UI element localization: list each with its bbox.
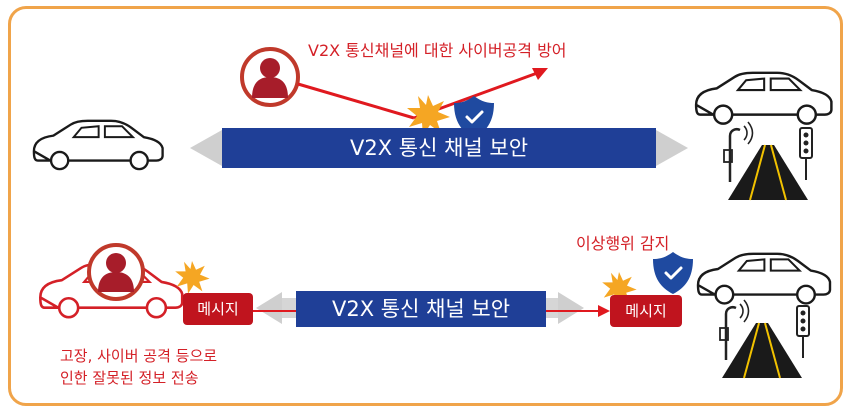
- top-arrow-left: [190, 130, 222, 166]
- top-left-car-icon: [32, 119, 164, 171]
- top-traffic-light-icon: [799, 127, 813, 181]
- diagram-frame: [8, 6, 843, 406]
- bottom-road-icon: [721, 322, 803, 379]
- message-box-right: 메시지: [610, 295, 682, 327]
- message-box-left: 메시지: [183, 293, 253, 325]
- fault-caption-line2: 인한 잘못된 정보 전송: [60, 369, 199, 387]
- top-arrow-right: [656, 130, 688, 166]
- bottom-shield-check-icon: [651, 250, 695, 296]
- bottom-arrow-right: [558, 292, 584, 324]
- top-hacker-icon: [240, 47, 300, 107]
- bottom-right-car-icon: [696, 252, 832, 305]
- bottom-channel-band: V2X 통신 채널 보안: [296, 291, 546, 327]
- attack-defense-caption: V2X 통신채널에 대한 사이버공격 방어: [308, 41, 567, 60]
- top-road-icon: [727, 144, 809, 201]
- bottom-arrow-left: [256, 292, 282, 324]
- anomaly-detect-caption: 이상행위 감지: [576, 234, 670, 253]
- bottom-transmit-arrowhead: [598, 305, 610, 317]
- top-deflect-arrowhead: [532, 68, 548, 80]
- fault-caption-line1: 고장, 사이버 공격 등으로: [60, 347, 218, 365]
- top-channel-band: V2X 통신 채널 보안: [222, 128, 656, 168]
- bottom-traffic-light-icon: [796, 305, 810, 359]
- top-right-car-icon: [694, 71, 833, 125]
- top-attack-line: [297, 82, 415, 120]
- bottom-hacker-icon: [87, 243, 145, 301]
